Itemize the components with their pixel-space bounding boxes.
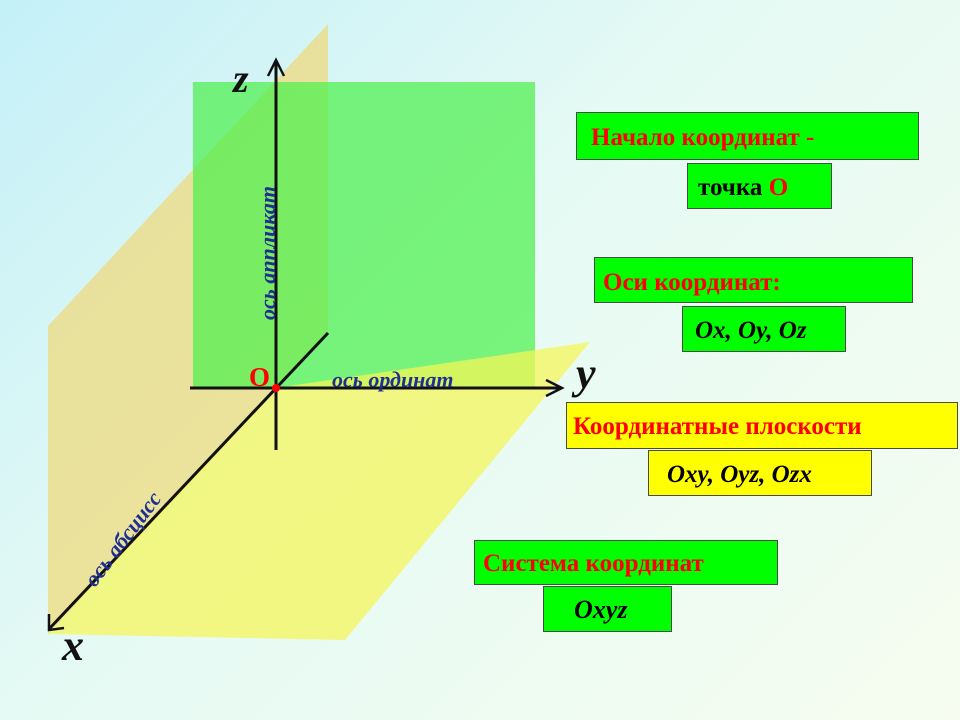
- axis-y-arrowhead: [545, 378, 565, 398]
- system-value-text: Oxyz: [574, 595, 628, 624]
- axes-title-box: Оси координат:: [594, 257, 913, 303]
- system-title-box: Система координат: [474, 540, 778, 585]
- axis-x-arrowhead: [47, 614, 65, 632]
- planes-title-text: Координатные плоскости: [573, 413, 862, 440]
- origin-value-box: точка O: [687, 163, 832, 209]
- axis-y-name: ось ординат: [332, 367, 454, 392]
- plane-oyz: [193, 82, 535, 388]
- axes-title-text: Оси координат:: [603, 269, 781, 296]
- axis-y-letter: y: [571, 349, 596, 398]
- planes-value-text: Oxy, Oyz, Ozx: [667, 461, 812, 488]
- planes-value-box: Oxy, Oyz, Ozx: [648, 450, 872, 496]
- system-title-text: Система координат: [483, 550, 704, 577]
- axes-value-box: Ox, Oy, Oz: [682, 306, 846, 352]
- axis-z-name: ось аппликат: [255, 186, 280, 320]
- axis-x-letter: x: [61, 621, 84, 670]
- origin-title-box: Начало координат -: [576, 112, 919, 160]
- origin-point: [272, 384, 280, 392]
- axis-z-letter: z: [231, 56, 249, 101]
- origin-value-letter: O: [768, 174, 789, 201]
- axis-x-line: [48, 331, 330, 630]
- system-value-box: Oxyz: [543, 586, 672, 632]
- plane-oxy: [48, 342, 590, 640]
- axis-z-arrowhead: [266, 57, 286, 77]
- planes-title-box: Координатные плоскости: [566, 402, 958, 449]
- axes-value-text: Ox, Oy, Oz: [695, 317, 807, 344]
- origin-label: O: [249, 362, 270, 392]
- origin-title-text: Начало координат -: [591, 124, 815, 151]
- origin-value-prefix: точка: [698, 174, 769, 201]
